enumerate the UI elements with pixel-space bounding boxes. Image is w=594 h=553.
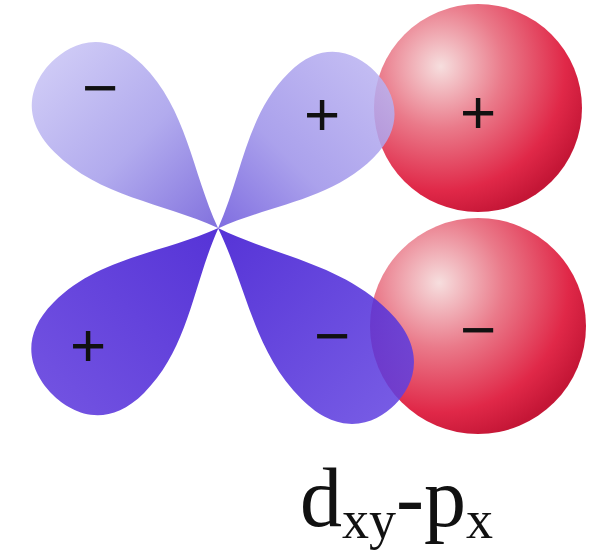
caption-text: d (300, 451, 342, 544)
d-orbital-lobe: − (8, 18, 218, 228)
d-orbital-lobe: − (218, 228, 439, 449)
caption-subscript: x (466, 490, 493, 550)
orbital-caption: dxy-px (300, 456, 493, 550)
orbital-shape (8, 18, 218, 228)
sphere-outline (370, 218, 586, 434)
orbital-shape (7, 228, 218, 439)
caption-subscript: xy (342, 490, 396, 550)
sphere-outline (374, 4, 582, 212)
d-orbital-lobe: + (7, 228, 218, 439)
d-orbital-lobe: + (218, 29, 417, 228)
lobe-outline (7, 183, 264, 440)
phase-sign: − (82, 57, 118, 119)
phase-sign: + (70, 314, 106, 376)
phase-sign: − (314, 305, 350, 367)
p-orbital-lobe: + (374, 4, 582, 212)
p-orbital-lobe: − (370, 218, 586, 434)
caption-text: -p (396, 451, 466, 544)
phase-sign: − (460, 299, 496, 361)
phase-sign: + (460, 81, 496, 143)
phase-sign: + (304, 83, 340, 145)
